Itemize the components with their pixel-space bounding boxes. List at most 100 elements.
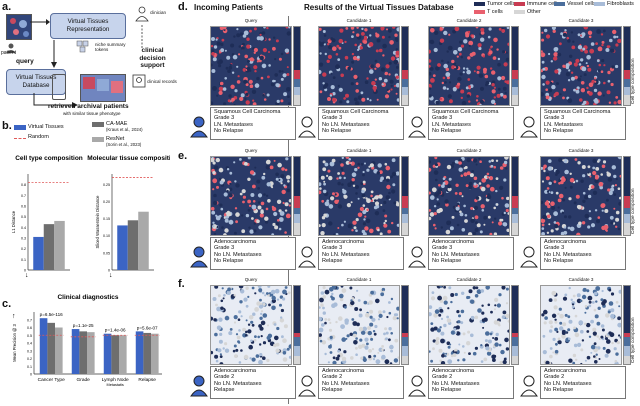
composition-segment [294,87,300,95]
tissue-cells [427,155,511,237]
ytick-c-3: 0.3 [27,349,32,353]
description-line: No Relapse [544,258,574,265]
tissue-cells [209,25,291,107]
description-line: No LN. Metastases [214,380,262,387]
legend-resnet: ResNet(Sorin et al., 2023) [92,136,141,148]
ytick-1-0: 0 [108,269,110,273]
legend-swatch [514,10,525,14]
arrow-to-representation [30,19,50,25]
tissue-tile-query[interactable] [209,156,293,237]
tissue-cells [539,24,622,107]
bar-c-1-1 [79,331,87,374]
xtick-c-2-0: Lymph Node [102,377,129,383]
legend-label: Tumor cells [487,1,516,7]
tile-label-cand2: Candidate 2 [456,277,482,282]
composition-segment [624,69,630,80]
composition-bar-c2 [511,156,519,236]
composition-segment [624,207,630,214]
tissue-tile-c1[interactable] [317,155,400,237]
ytick-c-4: 0.4 [27,342,32,346]
tissue-tile-c2[interactable] [427,284,511,366]
description-line: No Relapse [544,128,574,135]
tissue-tile-c3[interactable] [540,285,623,366]
tissue-tile-c3[interactable] [539,24,622,107]
tissue-tile-query[interactable] [209,25,292,107]
ytick-0-7: 0.7 [21,194,26,198]
composition-segment [512,223,518,235]
server-icon [52,74,66,100]
legend-virtual-tissues: Virtual Tissues [14,124,64,130]
candidate-patient-icon [519,246,539,268]
description-line: No LN. Metastases [322,251,370,258]
tissue-cells [317,284,401,365]
description-line: LN. Metastases [214,121,253,128]
arrow-up-c: ↑ [12,313,16,320]
ytick-c-6: 0.6 [27,326,32,330]
description-line: No Relapse [214,258,244,265]
composition-segment [402,79,408,88]
query-patient-icon [189,375,209,397]
ytick-0-5: 0.5 [21,215,26,219]
composition-segment [402,332,408,337]
composition-segment [294,336,300,347]
tissue-tile-c1[interactable] [317,25,401,106]
bar-c-0-2 [54,327,63,374]
description-line: Squamous Cell Carcinoma [544,109,611,115]
tile-label-query: Query [244,148,258,153]
ytick-0-0: 0 [24,269,26,273]
description-line: Grade 2 [432,374,453,381]
composition-segment [624,94,630,105]
description-line: No Relapse [544,387,574,394]
panel-e-label: e. [178,150,188,162]
retrieved-label: retrieved archival patients [48,103,129,110]
composition-segment [294,346,300,357]
composition-segment [294,196,300,208]
tissue-tile-c2[interactable] [427,155,511,237]
query-arrow [51,40,57,68]
xtick-c-3-0: Relapse [138,377,156,383]
pvalue-2: p=1.4e-06 [105,328,126,333]
panel-a-label: a. [2,1,12,13]
clinician-icon [135,6,149,22]
composition-bar-c1 [401,156,409,236]
ytick-1-5: 0.25 [103,183,110,187]
ylabel-0: L1 Distance [11,210,16,233]
legend-swatch [474,10,485,14]
legend-random: Random [14,134,49,140]
ytick-1-3: 0.15 [103,217,110,221]
composition-bar-query [293,26,301,106]
description-line: No Relapse [432,258,462,265]
description-line: Grade 2 [322,374,343,381]
clinician-label: clinician [150,10,167,15]
bar-c-0-0 [39,318,48,374]
composition-segment [512,79,518,88]
tissue-tile-c3[interactable] [539,154,623,237]
tissue-tile-query[interactable] [209,284,293,366]
arrow-down-1: ↓ [109,272,113,279]
tile-label-cand1: Candidate 1 [346,277,372,282]
description-line: Squamous Cell Carcinoma [214,109,281,115]
tissue-tile-c2[interactable] [427,25,511,107]
clinical-decision-support-label: clinical decision support [139,47,166,69]
bar-c-3-0 [135,331,144,374]
side-label-cell-type-composition: Cell type composition [631,188,636,234]
composition-segment [624,157,630,196]
description-line: Grade 3 [322,245,343,252]
candidate-patient-icon [407,375,427,397]
clinical-records-label: clinical records [147,79,177,84]
tissue-tile-c1[interactable] [317,284,401,365]
composition-segment [624,336,630,347]
composition-bar-c3 [623,156,631,236]
bar-c-1-0 [71,329,80,374]
query-patient-icon [189,246,209,268]
composition-segment [294,94,300,105]
bar-1-2 [138,211,149,270]
virtual-tissues-database-box: Virtual Tissues Database [6,69,66,95]
legend-swatch-resnet [92,137,104,142]
tile-label-cand2: Candidate 2 [456,18,482,23]
side-label-cell-type-composition: Cell type composition [631,317,636,363]
ytick-0-2: 0.2 [21,247,26,251]
